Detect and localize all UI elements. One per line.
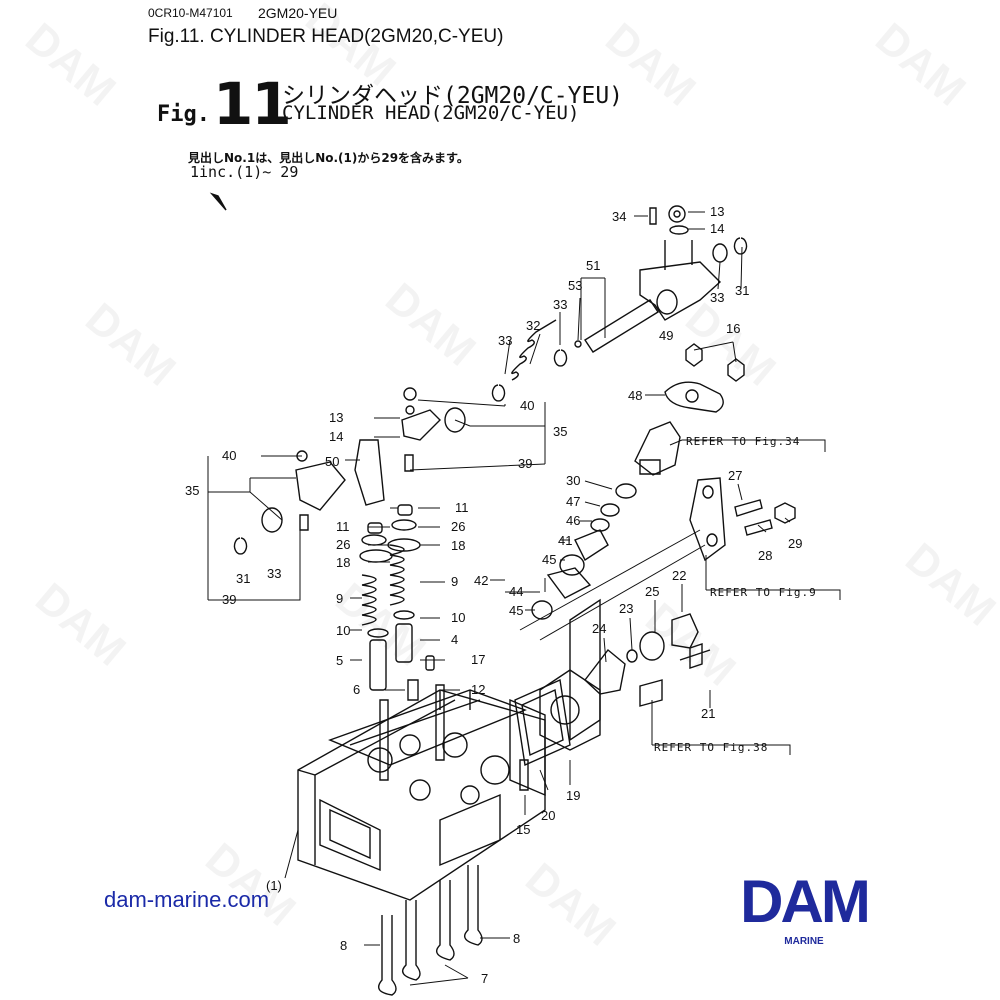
part-label: 18: [336, 555, 350, 570]
manifold-parts: [514, 477, 796, 767]
part-label: 39: [518, 456, 532, 471]
part-label: 29: [788, 536, 802, 551]
part-label: 46: [566, 513, 580, 528]
part-label: 14: [329, 429, 343, 444]
part-label: 16: [726, 321, 740, 336]
engine-model: 2GM20-YEU: [258, 5, 338, 21]
part-label: 13: [710, 204, 724, 219]
part-label: 40: [222, 448, 236, 463]
figure-number: 11: [213, 70, 292, 138]
rocker-arms: [233, 387, 466, 555]
reference-fig34: REFER TO Fig.34: [686, 435, 800, 448]
diagram-drawing: [207, 192, 841, 996]
part-label: 17: [471, 652, 485, 667]
part-label: 48: [628, 388, 642, 403]
figure-title-japanese: シリンダヘッド(2GM20/C-YEU): [282, 83, 624, 109]
part-label: 41: [558, 533, 572, 548]
site-link[interactable]: dam-marine.com: [104, 887, 270, 912]
reference-fig9: REFER TO Fig.9: [710, 586, 817, 599]
part-label: 7: [481, 971, 488, 986]
rocker-shaft-assembly: [491, 205, 748, 476]
document-code: 0CR10-M47101: [148, 6, 233, 20]
part-label: 49: [659, 328, 673, 343]
figure-title-english: CYLINDER HEAD(2GM20/C-YEU): [282, 102, 580, 124]
part-label: 31: [236, 571, 250, 586]
part-label: 5: [336, 653, 343, 668]
part-label: 9: [451, 574, 458, 589]
valves: [378, 865, 483, 996]
part-label: 53: [568, 278, 582, 293]
part-label: 9: [336, 591, 343, 606]
part-label: 27: [728, 468, 742, 483]
part-label: 10: [451, 610, 465, 625]
page-title: Fig.11. CYLINDER HEAD(2GM20,C-YEU): [148, 26, 504, 47]
logo-subtitle: MARINE: [784, 936, 824, 947]
part-label: 50: [325, 454, 339, 469]
part-label: 32: [526, 318, 540, 333]
part-label: 11: [455, 500, 469, 515]
reference-notes: REFER TO Fig.34 REFER TO Fig.9 REFER TO …: [654, 435, 817, 754]
part-label: 28: [758, 548, 772, 563]
part-label: 19: [566, 788, 580, 803]
part-label: 13: [329, 410, 343, 425]
inclusion-note-english: 1inc.(1)~ 29: [190, 163, 299, 181]
part-label: 8: [513, 931, 520, 946]
logo-word: DAM: [740, 868, 871, 935]
part-number-labels: 34 13 14 51 53 33 31 32 33 33 49 16 48 4…: [185, 204, 802, 986]
part-label: 45: [542, 552, 556, 567]
part-label: 23: [619, 601, 633, 616]
part-label: 15: [516, 822, 530, 837]
part-label: 35: [553, 424, 567, 439]
part-label: 26: [336, 537, 350, 552]
part-label: 34: [612, 209, 626, 224]
inclusion-note-japanese: 見出しNo.1は、見出しNo.(1)から29を含みます。: [188, 151, 469, 165]
part-label: 12: [471, 682, 485, 697]
reference-fig38: REFER TO Fig.38: [654, 741, 768, 754]
part-label: 14: [710, 221, 724, 236]
part-label: 35: [185, 483, 199, 498]
figure-word: Fig.: [157, 102, 210, 127]
part-label: 26: [451, 519, 465, 534]
part-label: 33: [267, 566, 281, 581]
part-label: (1): [266, 878, 282, 893]
part-label: 45: [509, 603, 523, 618]
part-label: 21: [701, 706, 715, 721]
part-label: 30: [566, 473, 580, 488]
part-label: 18: [451, 538, 465, 553]
leader-lines: [207, 211, 841, 986]
pointer-arrow-icon: [209, 192, 227, 211]
valve-springs: [359, 504, 435, 691]
part-label: 33: [710, 290, 724, 305]
part-label: 42: [474, 573, 488, 588]
part-label: 33: [553, 297, 567, 312]
part-label: 24: [592, 621, 606, 636]
part-label: 4: [451, 632, 458, 647]
part-label: 25: [645, 584, 659, 599]
part-label: 20: [541, 808, 555, 823]
part-label: 40: [520, 398, 534, 413]
cylinder-head-block: [297, 679, 546, 901]
part-label: 44: [509, 584, 523, 599]
part-label: 33: [498, 333, 512, 348]
part-label: 11: [336, 519, 350, 534]
part-label: 10: [336, 623, 350, 638]
dam-marine-logo: DAM MARINE: [715, 868, 893, 948]
part-label: 22: [672, 568, 686, 583]
part-label: 51: [586, 258, 600, 273]
part-label: 47: [566, 494, 580, 509]
part-label: 31: [735, 283, 749, 298]
part-label: 6: [353, 682, 360, 697]
part-label: 39: [222, 592, 236, 607]
part-label: 8: [340, 938, 347, 953]
